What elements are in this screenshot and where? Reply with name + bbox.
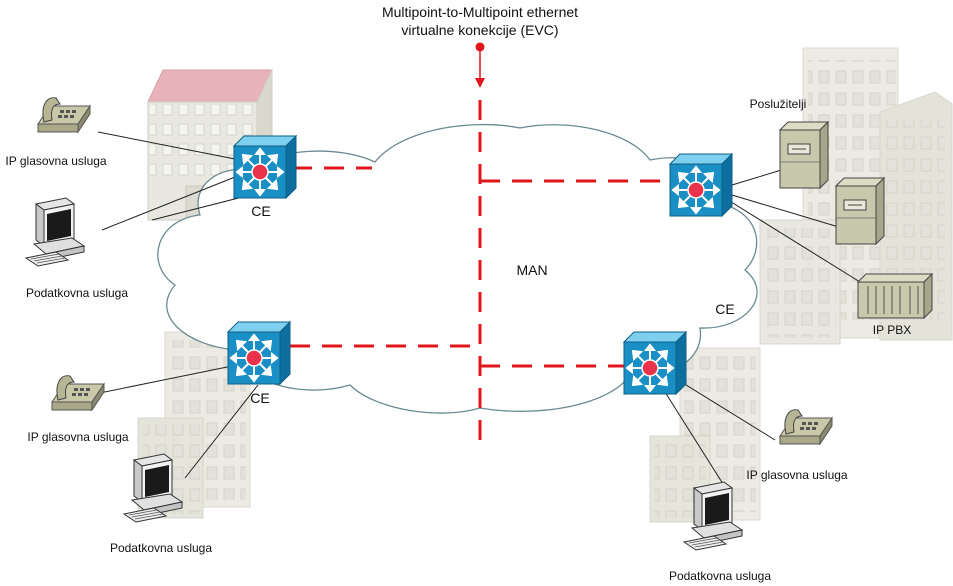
ce-label-right: CE (715, 301, 734, 317)
data-label-bottom-left: Podatkovna usluga (110, 541, 212, 555)
ce-switch-top-left[interactable] (233, 135, 297, 199)
network-label: MAN (516, 262, 547, 278)
servers-label: Poslužitelji (750, 97, 807, 111)
ce-switch-bottom-right[interactable] (623, 331, 687, 395)
server-icon[interactable] (835, 177, 885, 245)
ip-phone-icon[interactable] (779, 409, 833, 445)
workstation-icon[interactable] (25, 197, 85, 267)
server-icon[interactable] (779, 121, 829, 189)
voice-label-top-left: IP glasovna usluga (5, 154, 107, 168)
data-label-bottom-right: Podatkovna usluga (669, 569, 771, 583)
ip-phone-icon[interactable] (37, 97, 91, 133)
evc-title-line-1: Multipoint-to-Multipoint ethernet (382, 4, 578, 20)
connection-lines (89, 131, 861, 496)
voice-label-bottom-right: IP glasovna usluga (746, 468, 848, 482)
ce-switch-top-right[interactable] (669, 153, 733, 217)
evc-lines (290, 100, 676, 440)
ce-switch-bottom-left[interactable] (227, 321, 291, 385)
pbx-label: IP PBX (873, 323, 911, 337)
evc-marker (475, 42, 485, 88)
ce-label-bottom-left: CE (250, 390, 269, 406)
ip-phone-icon[interactable] (51, 375, 105, 411)
ce-label-top-left: CE (251, 203, 270, 219)
voice-label-bottom-left: IP glasovna usluga (27, 430, 129, 444)
data-label-top-left: Podatkovna usluga (26, 286, 128, 300)
evc-title-line-2: virtualne konekcije (EVC) (401, 22, 558, 38)
pbx-icon[interactable] (856, 272, 934, 320)
